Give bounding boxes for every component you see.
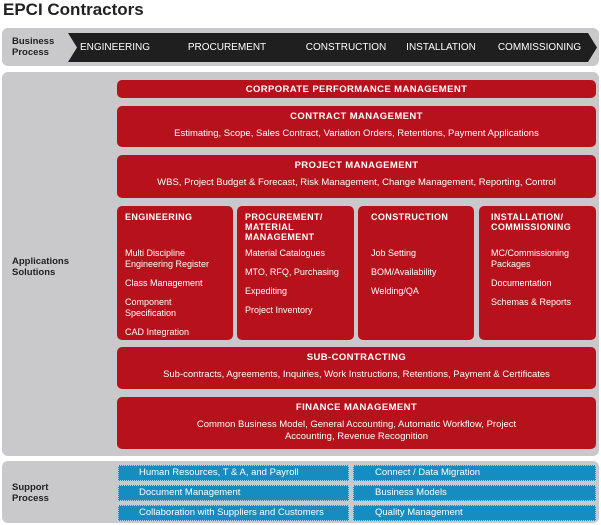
column-item: Project Inventory — [245, 305, 313, 315]
box-items: Sub-contracts, Agreements, Inquiries, Wo… — [163, 369, 550, 380]
box-title: CONTRACT MANAGEMENT — [290, 111, 423, 122]
box-items: Common Business Model, General Accountin… — [196, 419, 517, 442]
support-item: Collaboration with Suppliers and Custome… — [118, 505, 349, 521]
corporate-performance-box: CORPORATE PERFORMANCE MANAGEMENT — [117, 80, 596, 98]
box-title: PROJECT MANAGEMENT — [294, 160, 419, 171]
support-item: Connect / Data Migration — [353, 465, 596, 481]
label-line: Support — [12, 482, 49, 493]
label-line: Process — [12, 493, 49, 504]
column-item: MC/Commissioning Packages — [491, 248, 570, 269]
project-management-box: PROJECT MANAGEMENT WBS, Project Budget & … — [117, 155, 596, 198]
step-procurement: PROCUREMENT — [152, 33, 302, 62]
column-title: CONSTRUCTION — [371, 212, 449, 222]
box-items: Estimating, Scope, Sales Contract, Varia… — [174, 128, 539, 139]
column-item: Job Setting — [371, 248, 417, 258]
step-installation: INSTALLATION — [390, 33, 492, 62]
subcontracting-box: SUB-CONTRACTING Sub-contracts, Agreements… — [117, 347, 596, 389]
column-item: Welding/QA — [371, 286, 419, 296]
column-item: CAD Integration — [125, 327, 190, 337]
column-item: Class Management — [125, 278, 203, 288]
box-title: FINANCE MANAGEMENT — [295, 402, 418, 413]
column-item: Documentation — [491, 278, 552, 288]
column-item: Multi Discipline Engineering Register — [125, 248, 210, 269]
column-item: Schemas & Reports — [491, 297, 572, 307]
column-item: BOM/Availability — [371, 267, 437, 277]
box-title: CORPORATE PERFORMANCE MANAGEMENT — [245, 84, 468, 95]
label-line: Applications — [12, 256, 70, 267]
support-item: Business Models — [353, 485, 596, 501]
box-items: WBS, Project Budget & Forecast, Risk Man… — [157, 177, 556, 188]
column-item: Expediting — [245, 286, 288, 296]
page-title: EPCI Contractors — [3, 0, 144, 19]
step-construction: CONSTRUCTION — [292, 33, 400, 62]
column-title: INSTALLATION/ COMMISSIONING — [491, 212, 572, 232]
column-item: MTO, RFQ, Purchasing — [245, 267, 339, 277]
column-title: PROCUREMENT/ MATERIAL MANAGEMENT — [245, 212, 323, 242]
installation-column: INSTALLATION/ COMMISSIONING MC/Commissio… — [479, 206, 596, 340]
support-item: Document Management — [118, 485, 349, 501]
support-item: Quality Management — [353, 505, 596, 521]
step-engineering: ENGINEERING — [68, 33, 162, 62]
label-line: Business — [12, 36, 55, 47]
box-title: SUB-CONTRACTING — [306, 352, 407, 363]
procurement-column: PROCUREMENT/ MATERIAL MANAGEMENT Materia… — [237, 206, 354, 340]
step-commissioning: COMMISSIONING — [482, 33, 597, 62]
column-item: Material Catalogues — [245, 248, 326, 258]
contract-management-box: CONTRACT MANAGEMENT Estimating, Scope, Sa… — [117, 106, 596, 147]
engineering-column: ENGINEERING Multi Discipline Engineering… — [117, 206, 233, 340]
support-item: Human Resources, T & A, and Payroll — [118, 465, 349, 481]
finance-management-box: FINANCE MANAGEMENT Common Business Model,… — [117, 397, 596, 449]
label-line: Process — [12, 47, 49, 58]
construction-column: CONSTRUCTION Job Setting BOM/Availabilit… — [358, 206, 474, 340]
column-title: ENGINEERING — [125, 212, 193, 222]
column-item: Component Specification — [125, 297, 177, 318]
label-line: Solutions — [12, 267, 56, 278]
